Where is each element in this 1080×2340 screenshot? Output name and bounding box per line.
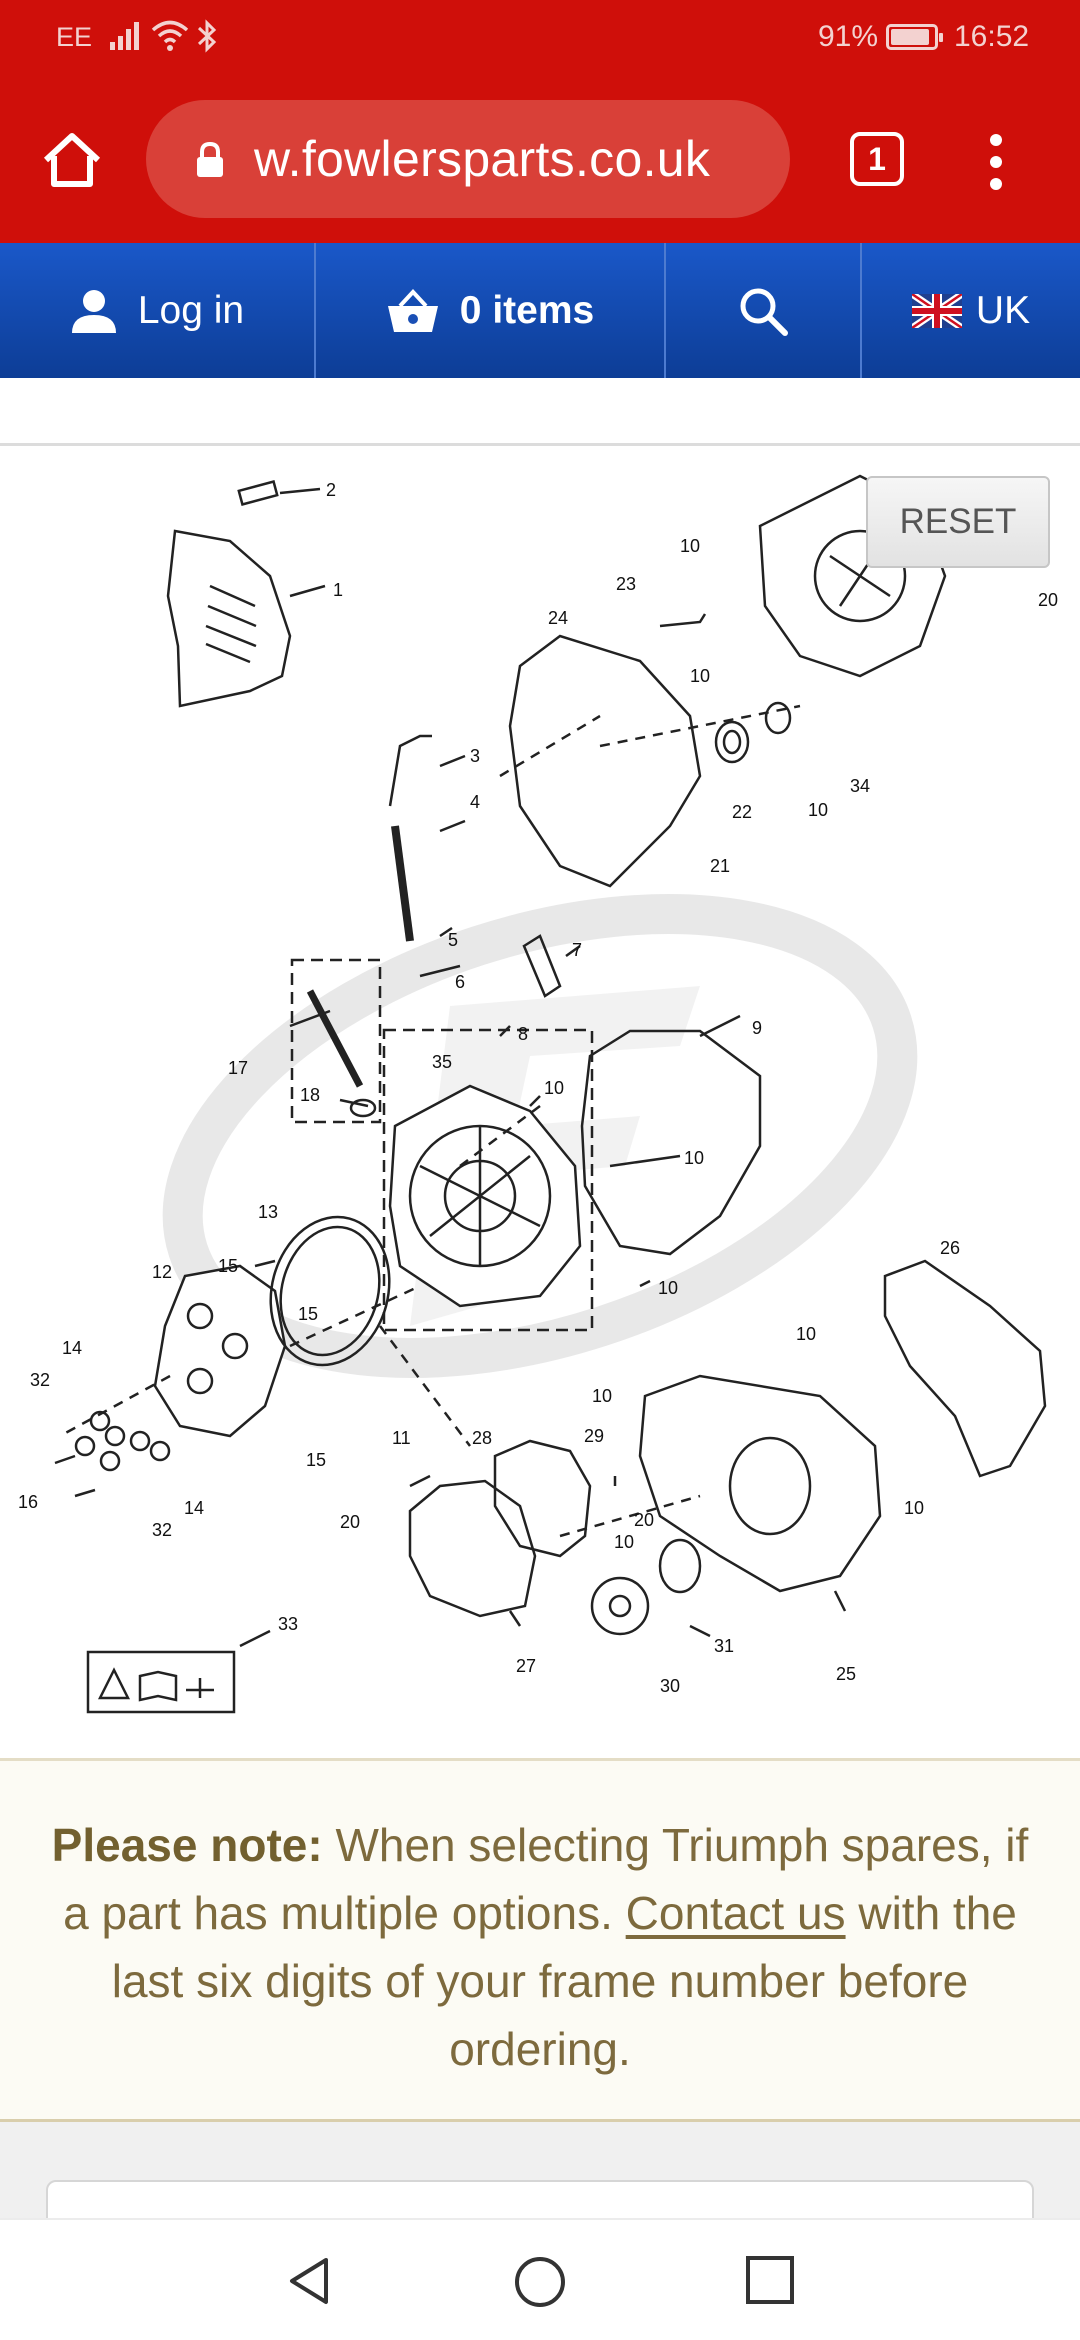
callout-21: 21 bbox=[710, 856, 730, 876]
callout-10: 10 bbox=[680, 536, 700, 556]
note-lead: Please note: bbox=[51, 1819, 323, 1871]
battery-percent: 91% bbox=[818, 20, 879, 53]
callout-17: 17 bbox=[228, 1058, 248, 1078]
home-circle-icon[interactable] bbox=[512, 2254, 568, 2310]
content-below bbox=[0, 2122, 1080, 2240]
callout-20: 20 bbox=[1038, 590, 1058, 610]
nav-divider bbox=[860, 243, 862, 378]
note-text-2: with the last six digits of your frame n… bbox=[111, 1887, 1017, 2075]
callout-12: 12 bbox=[152, 1262, 172, 1282]
callout-32: 32 bbox=[152, 1520, 172, 1540]
callout-10: 10 bbox=[544, 1078, 564, 1098]
parts-diagram-drawing: 1 2 3 4 5 6 7 8 9 10 10 10 10 10 10 10 1… bbox=[18, 474, 1058, 1714]
nav-divider bbox=[314, 243, 316, 378]
tab-switcher-button[interactable]: 1 bbox=[850, 132, 904, 186]
bluetooth-icon bbox=[197, 19, 217, 53]
callout-10: 10 bbox=[592, 1386, 612, 1406]
note-text-1: When selecting Triumph spares, if a part… bbox=[63, 1819, 1029, 1939]
basket-link[interactable]: 0 items bbox=[316, 243, 664, 378]
battery-fill bbox=[891, 29, 929, 45]
carrier-label: EE bbox=[56, 22, 93, 52]
login-label: Log in bbox=[137, 288, 245, 332]
callout-15: 15 bbox=[298, 1304, 318, 1324]
callout-23: 23 bbox=[616, 574, 636, 594]
login-link[interactable]: Log in bbox=[0, 243, 314, 378]
callout-10: 10 bbox=[614, 1532, 634, 1552]
callout-22: 22 bbox=[732, 802, 752, 822]
contact-us-link[interactable]: Contact us bbox=[625, 1887, 846, 1939]
search-icon bbox=[740, 288, 788, 336]
callout-31: 31 bbox=[714, 1636, 734, 1656]
callout-20: 20 bbox=[634, 1510, 654, 1530]
android-nav-bar bbox=[0, 2218, 1080, 2340]
callout-10: 10 bbox=[796, 1324, 816, 1344]
callout-8: 8 bbox=[518, 1024, 528, 1044]
callout-28: 28 bbox=[472, 1428, 492, 1448]
callout-1: 1 bbox=[333, 580, 343, 600]
callout-15: 15 bbox=[306, 1450, 326, 1470]
lock-icon bbox=[197, 142, 223, 177]
url-text: w.fowlersparts.co.uk bbox=[254, 131, 711, 187]
callout-11: 11 bbox=[392, 1428, 411, 1448]
nav-divider bbox=[664, 243, 666, 378]
callout-13: 13 bbox=[258, 1202, 278, 1222]
callout-10: 10 bbox=[808, 800, 828, 820]
callout-26: 26 bbox=[940, 1238, 960, 1258]
callout-32: 32 bbox=[30, 1370, 50, 1390]
callout-7: 7 bbox=[572, 940, 582, 960]
please-note-box: Please note: When selecting Triumph spar… bbox=[0, 1758, 1080, 2122]
callout-24: 24 bbox=[548, 608, 568, 628]
site-nav: Log in 0 items UK bbox=[0, 243, 1080, 378]
home-icon[interactable] bbox=[40, 128, 104, 192]
note-text: Please note: When selecting Triumph spar… bbox=[36, 1811, 1044, 2083]
callout-10: 10 bbox=[658, 1278, 678, 1298]
basket-label: 0 items bbox=[459, 288, 595, 332]
callout-3: 3 bbox=[470, 746, 480, 766]
callout-9: 9 bbox=[752, 1018, 762, 1038]
content-top-strip bbox=[0, 378, 1080, 446]
signal-icon bbox=[110, 22, 139, 50]
callout-14: 14 bbox=[184, 1498, 204, 1518]
uk-flag-icon bbox=[911, 293, 962, 328]
reset-button[interactable]: RESET bbox=[866, 476, 1050, 568]
address-bar[interactable]: w.fowlersparts.co.uk bbox=[146, 100, 790, 218]
callout-16: 16 bbox=[18, 1492, 38, 1512]
region-label: UK bbox=[975, 288, 1031, 332]
battery-icon bbox=[886, 24, 943, 50]
user-icon bbox=[71, 289, 116, 333]
wifi-icon bbox=[151, 20, 189, 51]
callout-29: 29 bbox=[584, 1426, 604, 1446]
status-bar: EE 91% 16:52 bbox=[0, 0, 1080, 76]
callout-35: 35 bbox=[432, 1052, 452, 1072]
callout-30: 30 bbox=[660, 1676, 680, 1696]
browser-toolbar: w.fowlersparts.co.uk 1 bbox=[0, 76, 1080, 243]
callout-25: 25 bbox=[836, 1664, 856, 1684]
callout-5: 5 bbox=[448, 930, 458, 950]
callout-27: 27 bbox=[516, 1656, 536, 1676]
back-icon[interactable] bbox=[282, 2254, 336, 2308]
callout-2: 2 bbox=[326, 480, 336, 500]
overflow-menu-icon[interactable] bbox=[978, 132, 1014, 192]
callout-33: 33 bbox=[278, 1614, 298, 1634]
clock: 16:52 bbox=[954, 20, 1030, 53]
region-selector[interactable]: UK bbox=[862, 243, 1080, 378]
basket-icon bbox=[387, 288, 438, 332]
callout-20: 20 bbox=[340, 1512, 360, 1532]
callout-18: 18 bbox=[300, 1085, 320, 1105]
callout-14: 14 bbox=[62, 1338, 82, 1358]
callout-15: 15 bbox=[218, 1256, 238, 1276]
parts-diagram[interactable]: 1 2 3 4 5 6 7 8 9 10 10 10 10 10 10 10 1… bbox=[0, 446, 1080, 1758]
callout-4: 4 bbox=[470, 792, 480, 812]
callout-10: 10 bbox=[684, 1148, 704, 1168]
callout-6: 6 bbox=[455, 972, 465, 992]
search-button[interactable] bbox=[666, 243, 860, 378]
callout-10: 10 bbox=[904, 1498, 924, 1518]
diagram-callouts: 1 2 3 4 5 6 7 8 9 10 10 10 10 10 10 10 1… bbox=[18, 480, 1058, 1696]
callout-34: 34 bbox=[850, 776, 870, 796]
callout-10: 10 bbox=[690, 666, 710, 686]
recents-icon[interactable] bbox=[744, 2254, 796, 2306]
